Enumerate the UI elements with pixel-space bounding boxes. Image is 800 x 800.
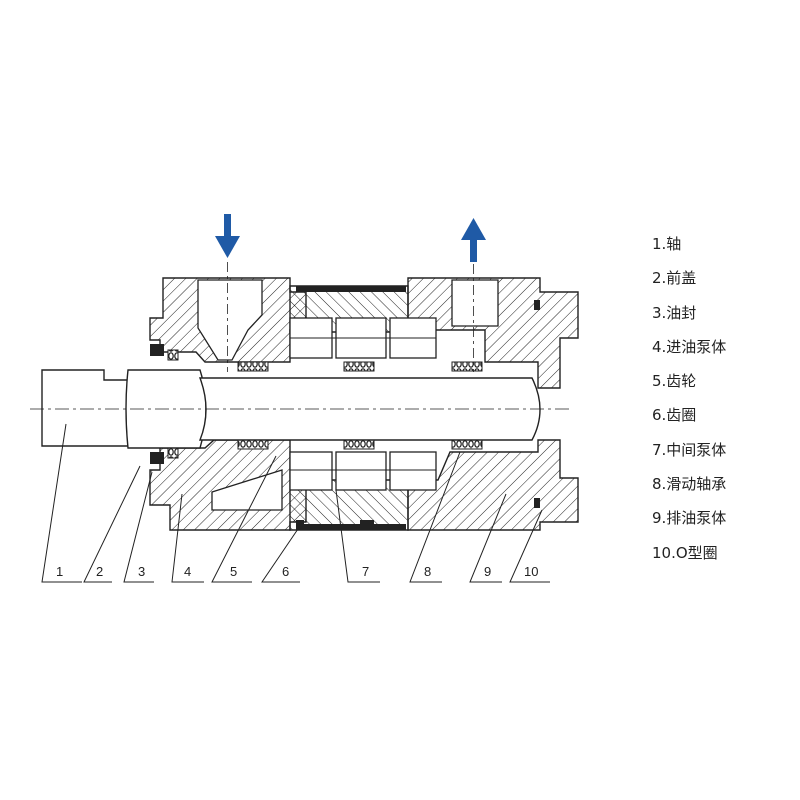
bearing-top-2 (343, 361, 375, 372)
callout-6: 6 (282, 564, 289, 579)
callout-4: 4 (184, 564, 191, 579)
outlet-port (451, 279, 499, 327)
inlet-port (197, 279, 263, 361)
callout-1: 1 (56, 564, 63, 579)
gear-set (289, 286, 437, 530)
legend-item-oil-seal: 3.油封 (652, 303, 697, 322)
bearing-bottom-3 (451, 439, 483, 450)
ring-gear-bottom (296, 524, 406, 530)
drive-shaft (30, 369, 570, 449)
legend-item-middle-pump-body: 7.中间泵体 (652, 440, 727, 459)
bearing-bottom-1 (237, 439, 269, 450)
callout-7: 7 (362, 564, 369, 579)
o-ring-mid (360, 520, 374, 526)
parts-legend: 1.轴 2.前盖 3.油封 4.进油泵体 5.齿轮 6.齿圈 7.中间泵体 8.… (652, 230, 792, 573)
legend-item-sliding-bearing: 8.滑动轴承 (652, 475, 727, 494)
gear-lower-right (389, 451, 437, 491)
callout-9: 9 (484, 564, 491, 579)
leader-lines (41, 423, 550, 583)
gear-lower-left (289, 451, 333, 491)
o-rings (296, 300, 540, 528)
inlet-lower-cavity (211, 469, 283, 511)
legend-item-ring-gear: 6.齿圈 (652, 406, 697, 425)
o-ring-right (534, 498, 540, 508)
legend-item-gear: 5.齿轮 (652, 372, 697, 391)
bearing-top-3 (451, 361, 483, 372)
callout-labels: 1 2 3 4 5 6 7 8 9 10 (56, 564, 538, 579)
callout-3: 3 (138, 564, 145, 579)
callout-5: 5 (230, 564, 237, 579)
legend-item-shaft: 1.轴 (652, 235, 682, 253)
legend-item-inlet-pump-body: 4.进油泵体 (652, 337, 727, 356)
legend-item-front-cover: 2.前盖 (652, 269, 697, 288)
gear-lower-mid (335, 451, 387, 491)
bearing-top-1 (237, 361, 269, 372)
flow-arrows (215, 214, 486, 372)
o-ring-left (296, 520, 304, 528)
shaft-key-end (41, 369, 142, 447)
shaft-body (198, 377, 541, 441)
callout-8: 8 (424, 564, 431, 579)
arrow-up-icon (461, 218, 486, 262)
arrow-down-icon (215, 214, 240, 258)
ring-gear-top (296, 286, 406, 292)
callout-10: 10 (524, 564, 538, 579)
bearing-bottom-2 (343, 439, 375, 450)
oil-seal (150, 344, 179, 464)
o-ring-right-top (534, 300, 540, 310)
legend-item-discharge-pump-body: 9.排油泵体 (652, 509, 727, 528)
legend-item-o-ring: 10.O型圈 (652, 543, 718, 562)
callout-2: 2 (96, 564, 103, 579)
